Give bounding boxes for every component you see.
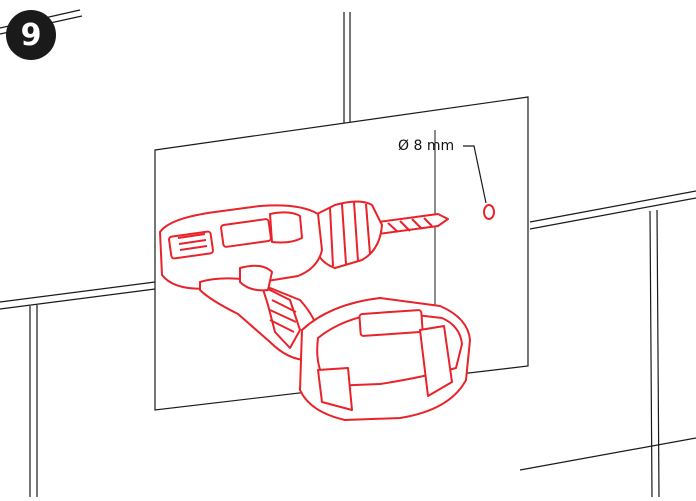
drill-hole-marker [463,145,495,220]
cordless-drill-icon [159,200,471,421]
hole-diameter-label: Ø 8 mm [398,138,455,154]
wall-tiles [0,9,696,498]
step-number-badge: 9 [6,10,56,60]
